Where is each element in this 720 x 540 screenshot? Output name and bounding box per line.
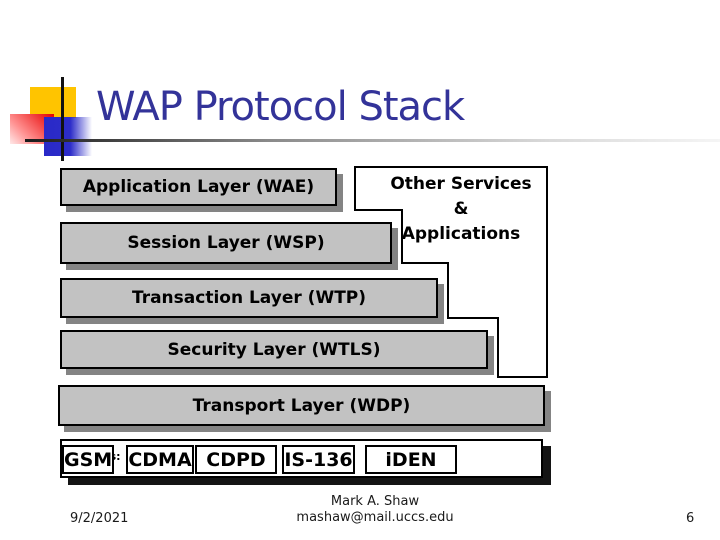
other-services-line-1: Other Services [390, 174, 532, 194]
decor-blue-square [44, 117, 92, 156]
bearer-box-iden: iDEN [365, 445, 457, 474]
bearer-label-cdpd: CDPD [206, 448, 266, 471]
title-underline-rule [25, 139, 720, 142]
slide-number: 6 [686, 511, 695, 526]
decor-yellow-square [30, 87, 76, 118]
footer-email: mashaw@mail.uccs.edu [296, 510, 454, 525]
other-services-box-outline [354, 166, 548, 378]
bearer-box-is136: IS-136 [282, 445, 355, 474]
other-services-line-2: & [453, 199, 469, 219]
layer-label-session: Session Layer (WSP) [127, 233, 325, 253]
layer-box-application: Application Layer (WAE) [60, 168, 337, 206]
footer-author-block: Mark A. Shaw mashaw@mail.uccs.edu [275, 494, 475, 526]
bearer-label-gsm: GSM [64, 448, 113, 471]
slide-title: WAP Protocol Stack [96, 84, 465, 130]
other-services-line-3: Applications [401, 224, 521, 244]
decor-crosshair-vertical-line [61, 77, 64, 161]
layer-label-transaction: Transaction Layer (WTP) [131, 288, 367, 308]
layer-label-security: Security Layer (WTLS) [167, 339, 381, 360]
bearer-box-cdma: CDMA [126, 445, 194, 474]
footer-author: Mark A. Shaw [330, 494, 420, 509]
layer-box-transaction: Transaction Layer (WTP) [60, 278, 438, 318]
bearer-box-cdpd: CDPD [195, 445, 277, 474]
layer-box-session: Session Layer (WSP) [60, 222, 392, 264]
layer-box-transport: Transport Layer (WDP) [58, 385, 545, 426]
bearer-label-is136: IS-136 [284, 448, 353, 471]
bearers-container: Bearers: GSM CDMA CDPD IS-136 iDEN [60, 439, 543, 478]
footer-date: 9/2/2021 [70, 511, 129, 526]
bearer-label-iden: iDEN [385, 448, 437, 471]
bearer-box-gsm: GSM [62, 445, 115, 474]
layer-label-application: Application Layer (WAE) [82, 177, 315, 197]
other-services-box [354, 166, 548, 378]
layer-box-security: Security Layer (WTLS) [60, 330, 488, 369]
bearer-label-cdma: CDMA [128, 448, 192, 471]
other-services-text: Other Services & Applications [377, 172, 545, 247]
layer-label-transport: Transport Layer (WDP) [192, 395, 411, 416]
